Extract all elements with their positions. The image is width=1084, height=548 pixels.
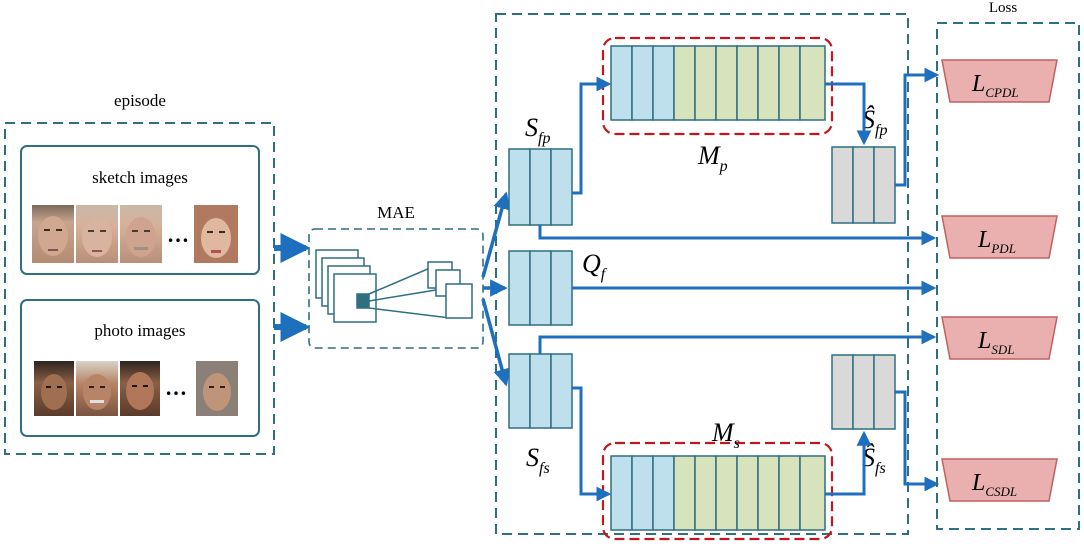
sketch-face-thumbnails: … — [32, 205, 238, 263]
photo-images-label: photo images — [94, 321, 185, 340]
photo-ellipsis: … — [165, 375, 187, 400]
photo-face-thumbnails: … — [34, 361, 238, 416]
sketch-face-4 — [194, 205, 238, 263]
s-fs-hat-label: Ŝfs — [862, 443, 886, 477]
s-fp-label: Sfp — [525, 113, 550, 147]
loss-cpdl-label: LCPDL — [971, 71, 1019, 100]
q-f-label: Qf — [582, 249, 608, 283]
photo-face-2 — [76, 361, 118, 416]
arrow-s-fp-hat-to-cpdl — [895, 67, 940, 187]
arrow-s-fs-to-m-s — [572, 386, 612, 502]
main-panel — [495, 13, 909, 535]
m-p-label: Mp — [697, 141, 728, 175]
loss-pdl-label: LPDL — [977, 227, 1016, 256]
sketch-face-1 — [32, 205, 74, 263]
arrow-mae-to-s-fs — [481, 298, 511, 387]
loss-csdl: LCSDL — [941, 458, 1058, 502]
feature-s-fs-hat — [831, 354, 896, 430]
loss-panel — [936, 22, 1080, 530]
memory-m-s — [610, 455, 826, 531]
arrow-s-fp-to-m-p — [572, 76, 612, 195]
m-s-label: Ms — [711, 418, 740, 452]
s-fp-hat-label: Ŝfp — [862, 105, 887, 139]
feature-q-f — [508, 250, 573, 326]
feature-s-fp-hat — [831, 146, 896, 224]
sketch-face-2 — [76, 205, 118, 263]
mae-network-icon — [315, 249, 473, 323]
feature-s-fs — [508, 353, 573, 429]
feature-s-fp — [508, 148, 573, 226]
episode-panel — [4, 122, 275, 455]
sketch-face-3 — [120, 205, 162, 263]
arrow-s-fs-hat-to-csdl — [895, 390, 940, 492]
loss-sdl: LSDL — [941, 316, 1058, 360]
photo-face-1 — [34, 361, 74, 416]
arrow-s-fp-to-pdl — [538, 225, 937, 246]
s-fs-label: Sfs — [526, 443, 550, 477]
loss-cpdl: LCPDL — [941, 59, 1058, 103]
episode-label: episode — [114, 91, 166, 110]
arrow-s-fs-to-sdl — [538, 329, 937, 354]
loss-csdl-label: LCSDL — [971, 470, 1017, 499]
sketch-images-label: sketch images — [92, 168, 188, 187]
memory-m-p — [610, 45, 826, 121]
loss-sdl-label: LSDL — [977, 328, 1014, 357]
loss-pdl: LPDL — [941, 215, 1058, 259]
mae-label: MAE — [377, 203, 415, 222]
loss-label: Loss — [989, 0, 1018, 16]
sketch-ellipsis: … — [167, 222, 189, 247]
arrow-m-p-to-s-fp-hat — [825, 82, 872, 146]
arrow-m-s-to-s-fs-hat — [825, 430, 872, 496]
photo-face-3 — [120, 361, 160, 416]
photo-face-4 — [196, 361, 238, 416]
arrow-mae-to-s-fp — [481, 191, 511, 278]
